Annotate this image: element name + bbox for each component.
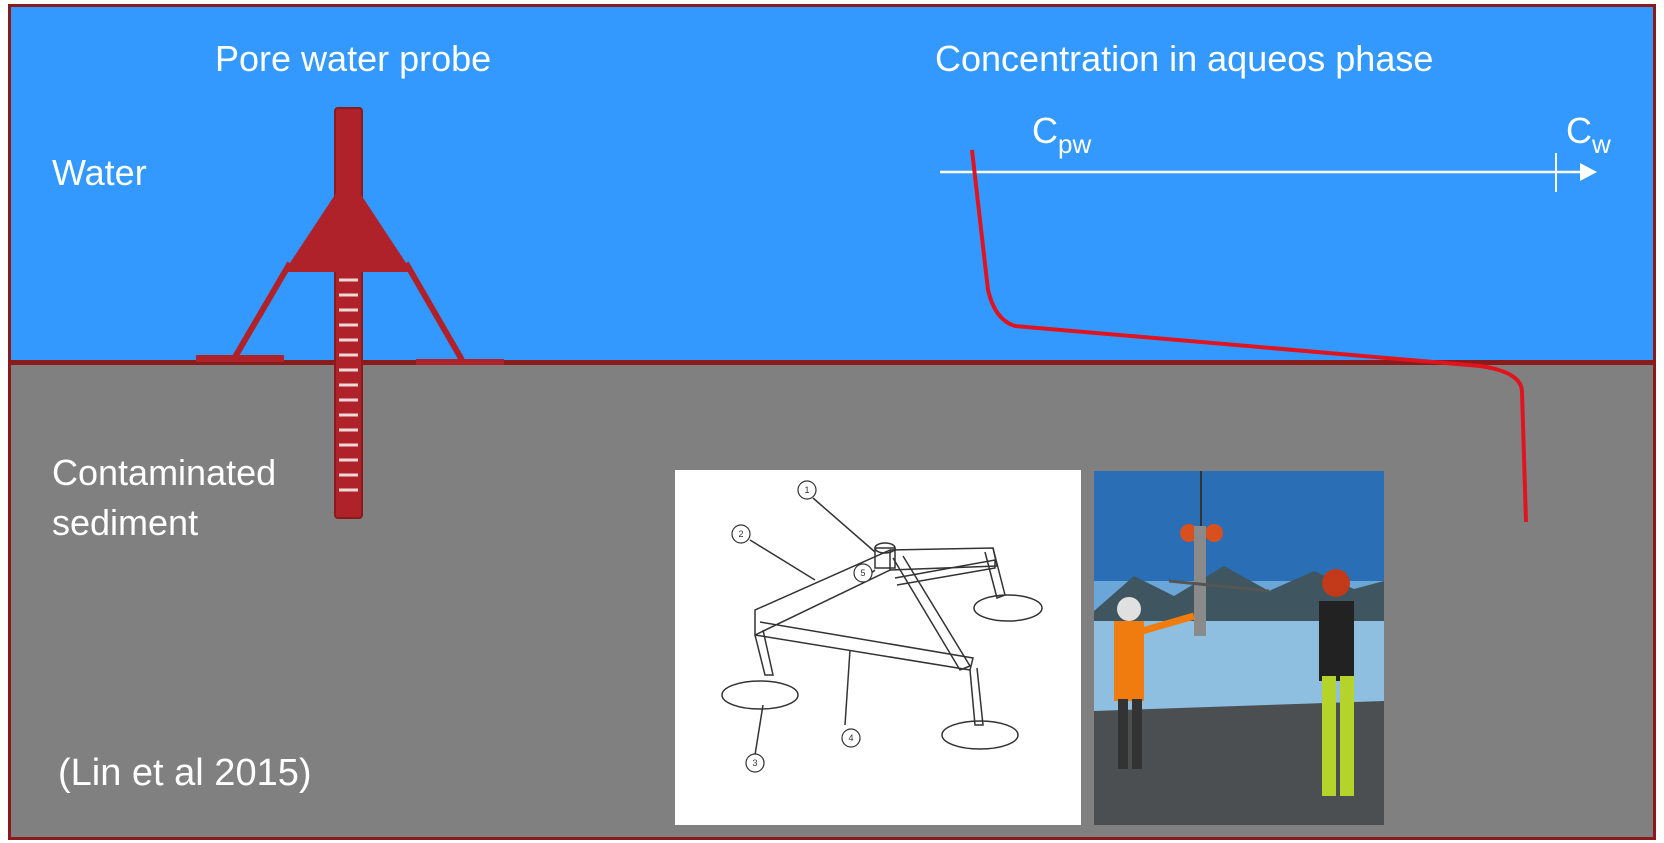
callout-4: 4: [848, 733, 853, 743]
cpw-label: Cpw: [1032, 106, 1091, 162]
callout-5: 5: [860, 568, 865, 578]
concentration-profile-line: [970, 149, 1528, 523]
concentration-title: Concentration in aqueos phase: [935, 38, 1434, 79]
concentration-axis: [940, 153, 1597, 192]
cpw-subscript: pw: [1058, 129, 1092, 159]
water-sediment-interface: [8, 360, 1656, 363]
citation: (Lin et al 2015): [58, 752, 312, 794]
cpw-main: C: [1032, 110, 1058, 151]
callout-3: 3: [752, 758, 757, 768]
water-label: Water: [52, 152, 147, 193]
probe-frame-drawing: 1 2 3 4 5: [675, 470, 1081, 825]
cw-label: Cw: [1566, 106, 1611, 162]
callout-2: 2: [738, 529, 743, 539]
deployment-photo: [1094, 471, 1384, 825]
cw-main: C: [1566, 110, 1592, 151]
probe-frame-sketch: 1 2 3 4 5: [721, 480, 1043, 773]
sediment-label-line2: sediment: [52, 502, 199, 543]
callout-1: 1: [804, 485, 809, 495]
deployment-photo-illustration: [1094, 471, 1384, 825]
sediment-label-line1: Contaminated: [52, 452, 277, 493]
pore-water-probe: [196, 107, 504, 519]
water-layer: [8, 4, 1656, 362]
probe-title: Pore water probe: [215, 38, 492, 79]
cw-subscript: w: [1592, 129, 1611, 159]
